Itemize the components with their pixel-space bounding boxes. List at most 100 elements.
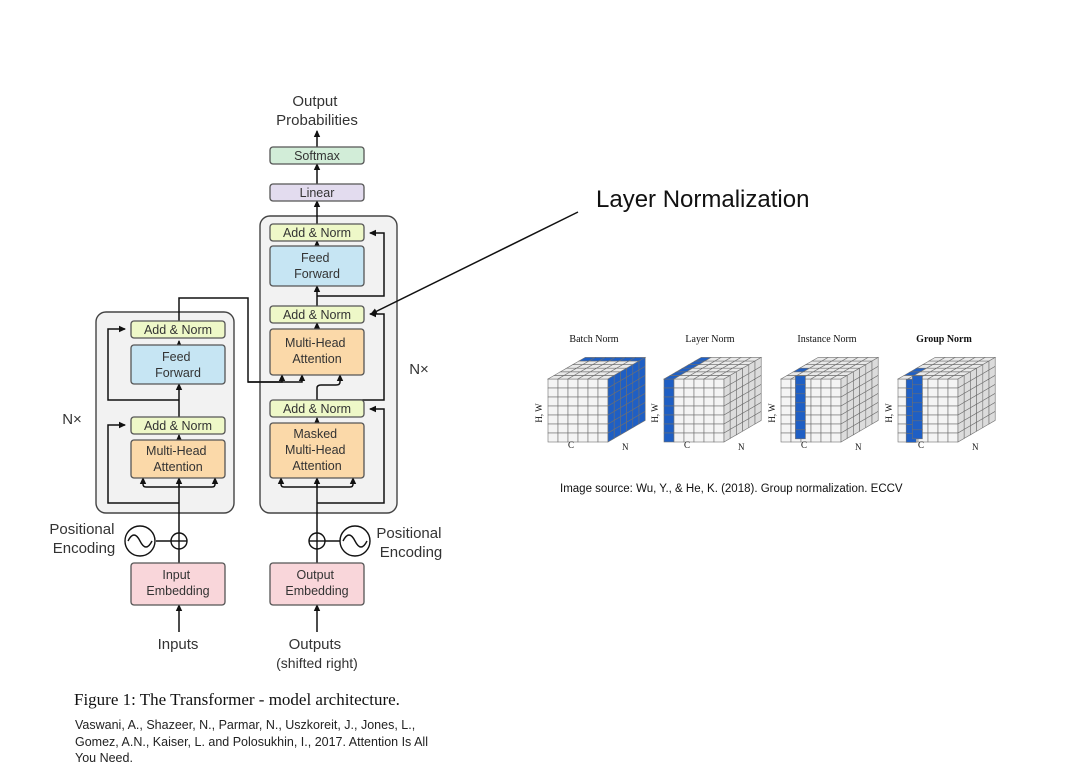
cube-cell: [587, 387, 599, 398]
cube-cell-highlight: [912, 384, 923, 395]
norm-panel-title: Group Norm: [916, 334, 972, 345]
encoder-attention-label: Multi-Head Attention: [146, 444, 210, 474]
norm-panel-title: Batch Norm: [569, 334, 618, 345]
encoder-stack-frame: [95, 311, 235, 514]
cube-cell: [577, 414, 589, 425]
decoder-feed-forward: [269, 245, 365, 287]
output-embedding-label: Output Embedding: [285, 568, 348, 598]
cube-cell: [947, 378, 959, 389]
cube-cell: [810, 423, 822, 434]
cube-cell: [547, 432, 559, 443]
cube-cell: [947, 387, 959, 398]
cube-cell-highlight: [912, 429, 923, 440]
cube-cell: [820, 396, 832, 407]
cube-cell: [673, 405, 685, 416]
cube-cell: [567, 414, 579, 425]
encoder-add-norm-top: [130, 320, 226, 339]
axis-n-label: N: [738, 442, 745, 452]
cube-cell-highlight: [912, 420, 923, 431]
decoder-positional-encoding-label: Positional Encoding: [376, 525, 445, 561]
cube-cell: [577, 432, 589, 443]
cube-cell: [820, 387, 832, 398]
cube-cell: [683, 387, 695, 398]
decoder-masked-attention-label: Masked Multi-Head Attention: [285, 427, 349, 473]
cube-cell-highlight: [912, 375, 923, 386]
axis-n-label: N: [855, 442, 862, 452]
input-embedding-block: [130, 562, 226, 606]
encoder-positional-encoding-symbol: [124, 525, 188, 557]
cube-cell: [673, 396, 685, 407]
cube-cell: [557, 396, 569, 407]
axis-hw-label: H, W: [650, 403, 660, 423]
axis-n-label: N: [622, 442, 629, 452]
cube-cell: [780, 423, 792, 434]
cube-cell: [780, 387, 792, 398]
cube-cell: [830, 414, 842, 425]
cube-cell: [947, 405, 959, 416]
cube-cell: [713, 387, 725, 398]
cube-cell: [820, 378, 832, 389]
cube-cell: [830, 405, 842, 416]
cube-cell: [673, 378, 685, 389]
cube-cell: [673, 432, 685, 443]
cube-cell: [830, 423, 842, 434]
cube-cell: [937, 414, 949, 425]
cube-cell: [683, 423, 695, 434]
cube-cell-highlight: [912, 393, 923, 404]
cube-cell: [810, 387, 822, 398]
cube-cell: [547, 414, 559, 425]
cube-cell: [780, 396, 792, 407]
cube-cell: [703, 432, 715, 443]
axis-c-label: C: [568, 440, 574, 450]
cube-cell: [820, 423, 832, 434]
encoder-feed-forward-label: Feed Forward: [155, 350, 201, 380]
cube-cell: [780, 405, 792, 416]
cube-cell: [557, 414, 569, 425]
figure-caption: Figure 1: The Transformer - model archit…: [74, 690, 400, 709]
cube-cell: [703, 405, 715, 416]
cube-cell: [663, 423, 675, 434]
cube-cell: [683, 414, 695, 425]
encoder-add-norm-bottom-label: Add & Norm: [144, 419, 212, 433]
cube-cell: [810, 414, 822, 425]
cube-cell: [587, 405, 599, 416]
cube-cell: [693, 378, 705, 389]
axis-c-label: C: [801, 440, 807, 450]
decoder-masked-attention: [269, 422, 365, 479]
cube-cell: [703, 423, 715, 434]
cube-cell: [713, 396, 725, 407]
cube-cell: [673, 423, 685, 434]
cube-cell-highlight: [912, 402, 923, 413]
cube-cell: [547, 387, 559, 398]
cube-cell: [810, 432, 822, 443]
cube-cell: [557, 432, 569, 443]
cube-cell: [547, 405, 559, 416]
cube-cell-highlight: [795, 375, 806, 386]
cube-cell-highlight: [795, 429, 806, 440]
connector-lines: [107, 130, 579, 632]
cube-cell: [577, 405, 589, 416]
cube-cell: [597, 396, 609, 407]
cube-cell: [693, 414, 705, 425]
cube-cell: [780, 378, 792, 389]
encoder-add-norm-bottom: [130, 416, 226, 435]
cube-cell: [567, 423, 579, 434]
cube-cell: [947, 432, 959, 443]
output-embedding-block: [269, 562, 365, 606]
cube-cell: [547, 378, 559, 389]
cube-cell: [567, 387, 579, 398]
cube-cell: [713, 432, 725, 443]
cube-cell: [927, 387, 939, 398]
cube-cell: [937, 423, 949, 434]
cube-cell: [810, 405, 822, 416]
cube-cell: [937, 387, 949, 398]
softmax-label: Softmax: [294, 149, 341, 163]
cube-cell: [693, 432, 705, 443]
decoder-add-norm-bottom: [269, 399, 365, 418]
cube-cell: [713, 378, 725, 389]
cube-cell-highlight: [795, 402, 806, 413]
cube-cell: [587, 414, 599, 425]
output-probabilities-label: Output Probabilities: [276, 93, 358, 129]
